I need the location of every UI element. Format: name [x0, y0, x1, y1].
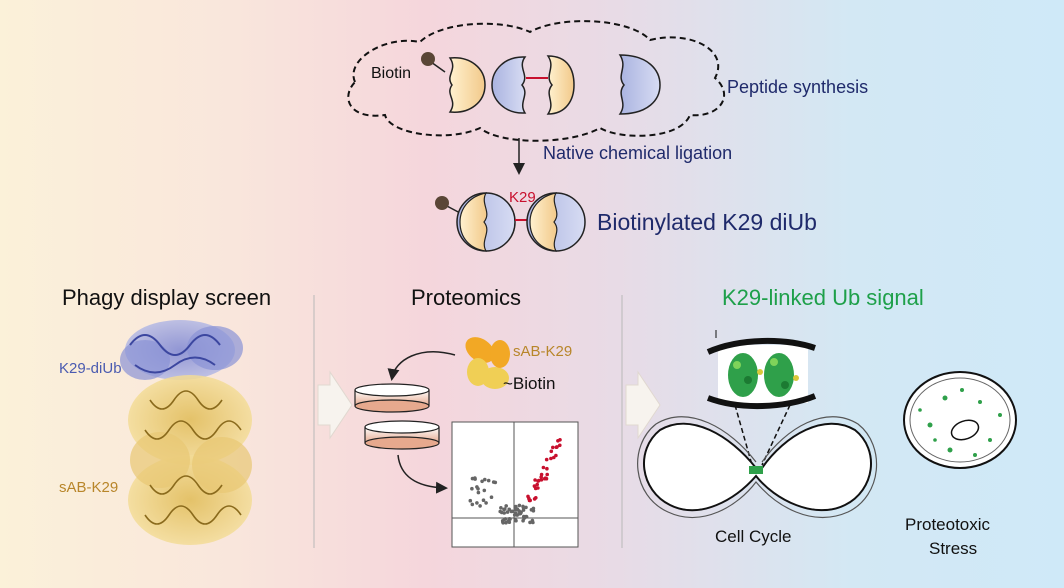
volcano-point [501, 521, 505, 525]
volcano-point [476, 487, 480, 491]
volcano-point [470, 502, 475, 507]
volcano-point [491, 480, 496, 484]
volcano-point [475, 501, 479, 505]
volcano-point [555, 445, 559, 449]
volcano-point [482, 488, 487, 493]
volcano-point [536, 479, 540, 483]
native-ligation-label: Native chemical ligation [543, 143, 733, 163]
volcano-point [514, 518, 518, 523]
volcano-plot-frame [451, 421, 579, 548]
ub-half-blue-3 [618, 54, 661, 115]
flow-arrow-1 [317, 370, 353, 440]
peptide-cloud [347, 20, 726, 142]
biotin-ball-product-icon [435, 196, 449, 210]
volcano-point [503, 507, 507, 511]
dividing-cell [643, 422, 872, 512]
volcano-point [542, 476, 547, 481]
volcano-point [514, 511, 518, 515]
sab-structure-label: sAB-K29 [59, 479, 119, 496]
stressed-cell [903, 371, 1017, 469]
volcano-point [549, 456, 553, 461]
volcano-point [530, 518, 535, 523]
culture-dish-1 [354, 383, 430, 413]
volcano-point [514, 504, 518, 509]
volcano-point [539, 478, 544, 482]
stress-label-line2: Stress [929, 539, 978, 558]
sab-antibody-icon [465, 337, 510, 389]
midbody-marker [749, 466, 763, 474]
volcano-point [552, 455, 556, 460]
stress-label-line1: Proteotoxic [905, 515, 991, 534]
volcano-point [522, 515, 527, 520]
volcano-point [507, 517, 512, 521]
volcano-point [489, 495, 494, 500]
volcano-point [502, 517, 507, 522]
volcano-point [481, 498, 486, 503]
volcano-point [541, 465, 546, 470]
volcano-point [521, 508, 526, 512]
diub-structure-label: K29-diUb [59, 360, 122, 377]
volcano-point [484, 501, 488, 505]
volcano-point [517, 503, 522, 508]
volcano-point [478, 504, 482, 508]
volcano-point [544, 457, 549, 462]
ub-half-gold-1 [448, 57, 486, 113]
volcano-point [532, 497, 537, 501]
culture-dish-2 [364, 420, 440, 450]
volcano-point [533, 478, 537, 482]
volcano-point [480, 479, 484, 484]
volcano-point [473, 476, 477, 480]
volcano-point [507, 520, 512, 524]
volcano-point [539, 472, 544, 477]
volcano-point [528, 520, 532, 525]
volcano-point [509, 509, 514, 514]
sab-antibody-label: sAB-K29 [513, 343, 573, 360]
k29-linkage-label: K29 [509, 189, 536, 206]
volcano-point [556, 439, 560, 443]
biotin-ball-icon [421, 52, 435, 66]
volcano-point [558, 443, 562, 448]
peptide-synthesis-label: Peptide synthesis [727, 77, 869, 97]
ub-half-blue-2 [491, 56, 527, 114]
volcano-point [529, 508, 534, 512]
proteomics-title: Proteomics [411, 285, 522, 310]
signal-title: K29-linked Ub signal [722, 285, 924, 310]
sab-structure [128, 375, 252, 545]
phagy-display-title: Phagy display screen [62, 285, 272, 310]
volcano-point [483, 477, 487, 482]
volcano-point [533, 484, 537, 489]
cell-cycle-label: Cell Cycle [715, 527, 792, 546]
volcano-point [528, 498, 532, 503]
volcano-point [521, 518, 525, 523]
volcano-point [545, 466, 549, 471]
volcano-point [486, 478, 491, 483]
flow-arrow-2 [625, 370, 661, 440]
volcano-point [518, 511, 523, 516]
curved-arrow-1 [387, 351, 456, 381]
volcano-point [545, 472, 549, 477]
volcano-point [549, 449, 554, 454]
curved-arrow-2 [397, 454, 448, 494]
volcano-points [468, 438, 562, 525]
volcano-point [535, 482, 539, 487]
volcano-point [499, 506, 503, 510]
ub-half-gold-2 [546, 55, 575, 115]
zoom-structure [706, 330, 817, 410]
volcano-point [468, 498, 473, 503]
volcano-point [504, 504, 509, 508]
product-label: Biotinylated K29 diUb [597, 209, 817, 235]
volcano-point [524, 505, 528, 510]
volcano-point [476, 490, 481, 495]
volcano-point [551, 445, 555, 450]
volcano-point [498, 509, 503, 514]
biotin-tag-label: ~Biotin [503, 374, 556, 393]
volcano-point [470, 486, 474, 491]
biotin-label: Biotin [371, 65, 412, 82]
diub-structure [120, 320, 243, 380]
volcano-point [505, 510, 510, 514]
